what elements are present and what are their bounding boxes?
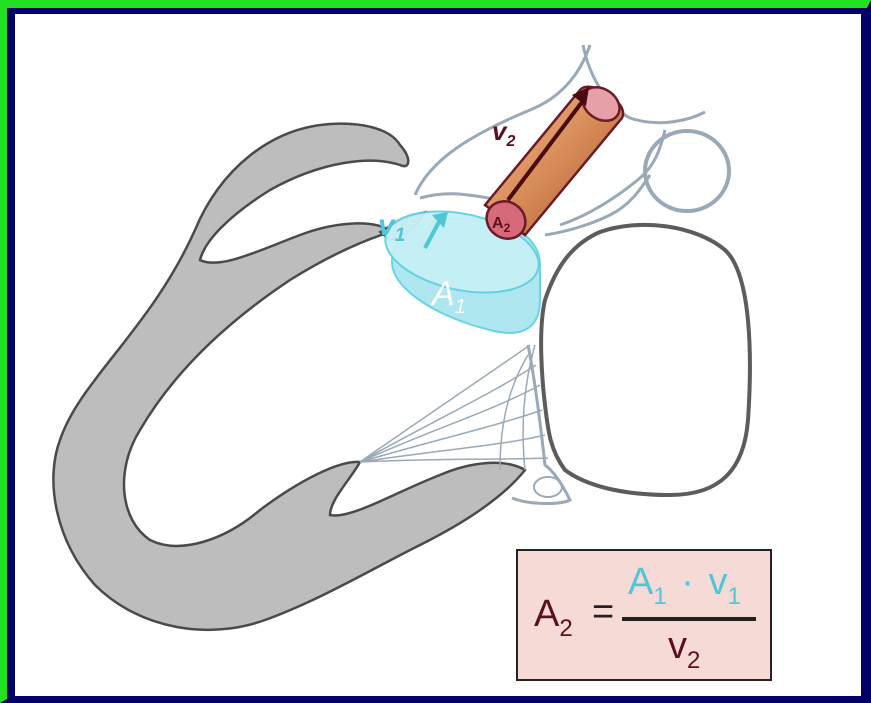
continuity-equation-box: A2 = A1 · v1 v2 <box>516 549 772 681</box>
label-v1: v1 <box>378 209 405 246</box>
formula-equals: = <box>592 593 614 631</box>
formula-numerator: A1 · v1 <box>628 563 741 606</box>
fraction-bar <box>622 617 756 621</box>
formula-denominator: v2 <box>668 627 700 670</box>
formula-lhs: A2 <box>534 595 573 638</box>
left-atrium <box>541 225 750 495</box>
chordae-tendineae <box>360 345 548 470</box>
pulmonary-artery-circle <box>645 131 729 211</box>
coronary-sinus-small <box>534 477 562 497</box>
label-v2: v2 <box>492 116 515 150</box>
myocardium <box>53 124 525 630</box>
